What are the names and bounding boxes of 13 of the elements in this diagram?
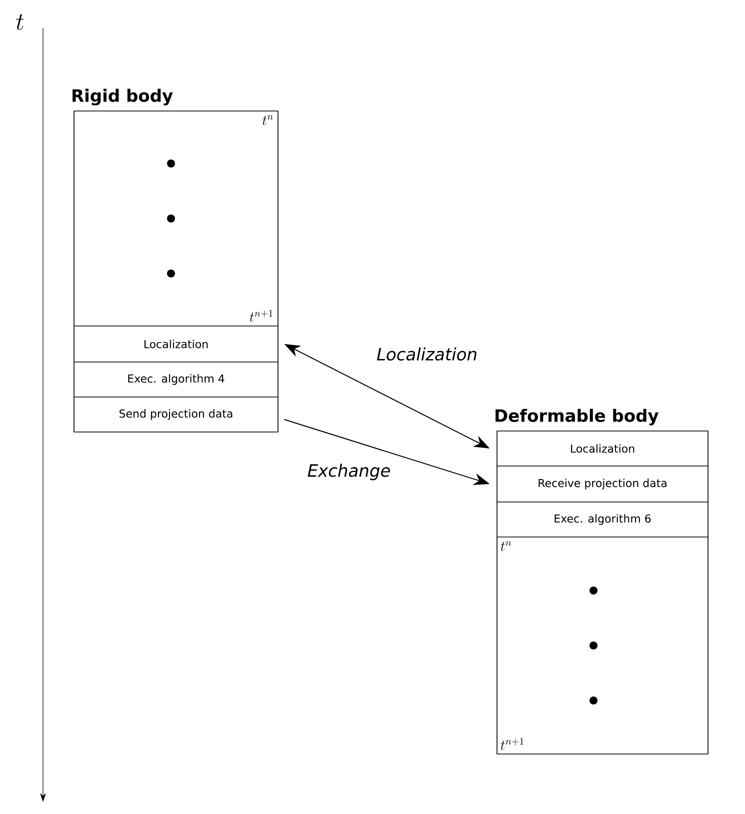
step-box: Send projection data bbox=[74, 396, 278, 432]
step-box: Exec. algorithm 4 bbox=[74, 362, 278, 398]
edge-label: Localization bbox=[376, 346, 478, 362]
node-label: Deformable body bbox=[496, 408, 659, 426]
step-box: Receive projection data bbox=[496, 466, 708, 502]
time-step-panel: $t^{n}$ $t^{n+1}$ bbox=[74, 110, 278, 326]
step-box: Exec. algorithm 6 bbox=[496, 502, 708, 538]
step-box: Localization bbox=[496, 430, 708, 466]
time-step-panel: $t^{n}$ $t^{n+1}$ bbox=[496, 536, 708, 754]
node-label: Rigid body bbox=[72, 88, 173, 106]
axis-label: $t$ bbox=[16, 14, 24, 30]
step-box: Localization bbox=[74, 326, 278, 362]
edge-label: Exchange bbox=[306, 462, 392, 482]
